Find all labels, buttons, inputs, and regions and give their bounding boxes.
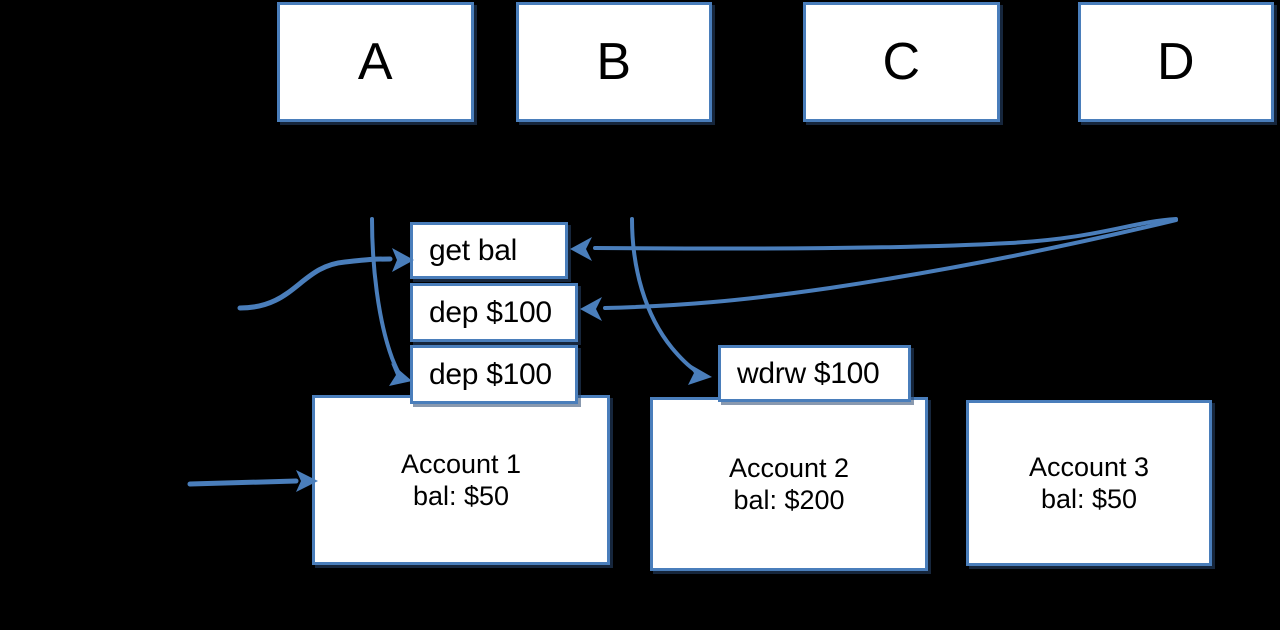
arrow-to-account-1 [187,470,318,492]
message-label: dep $100 [429,295,552,329]
message-box-dep-100-lower[interactable]: dep $100 [410,345,578,404]
message-label: dep $100 [429,357,552,391]
process-label: D [1156,32,1196,91]
process-box-b[interactable]: B [516,2,712,122]
account-name: Account 1 [400,448,522,479]
process-label: A [357,32,394,91]
arrow-to-wdrw-100 [630,217,712,385]
process-label: B [596,32,632,91]
process-label: C [882,32,921,91]
arrow-to-get-bal-from-left [237,248,414,311]
process-box-c[interactable]: C [803,2,1000,122]
account-name: Account 3 [1028,451,1150,482]
message-box-dep-100-upper[interactable]: dep $100 [410,283,578,342]
message-box-get-bal[interactable]: get bal [410,222,568,279]
account-box-1[interactable]: Account 1 bal: $50 [312,395,610,565]
process-box-d[interactable]: D [1078,2,1274,122]
message-box-wdrw-100[interactable]: wdrw $100 [718,345,911,402]
arrow-to-dep-100-lower-from-top [370,217,412,386]
message-label: wdrw $100 [737,356,880,390]
account-balance: bal: $50 [412,481,510,511]
account-box-2[interactable]: Account 2 bal: $200 [650,397,928,571]
arrow-to-get-bal-from-right [570,217,1178,261]
process-box-a[interactable]: A [277,2,474,122]
account-balance: bal: $200 [733,485,845,515]
account-balance: bal: $50 [1040,484,1138,514]
account-box-3[interactable]: Account 3 bal: $50 [966,400,1212,566]
message-label: get bal [429,233,517,267]
arrow-to-dep-100-upper-from-right [580,218,1178,321]
account-name: Account 2 [728,452,850,483]
